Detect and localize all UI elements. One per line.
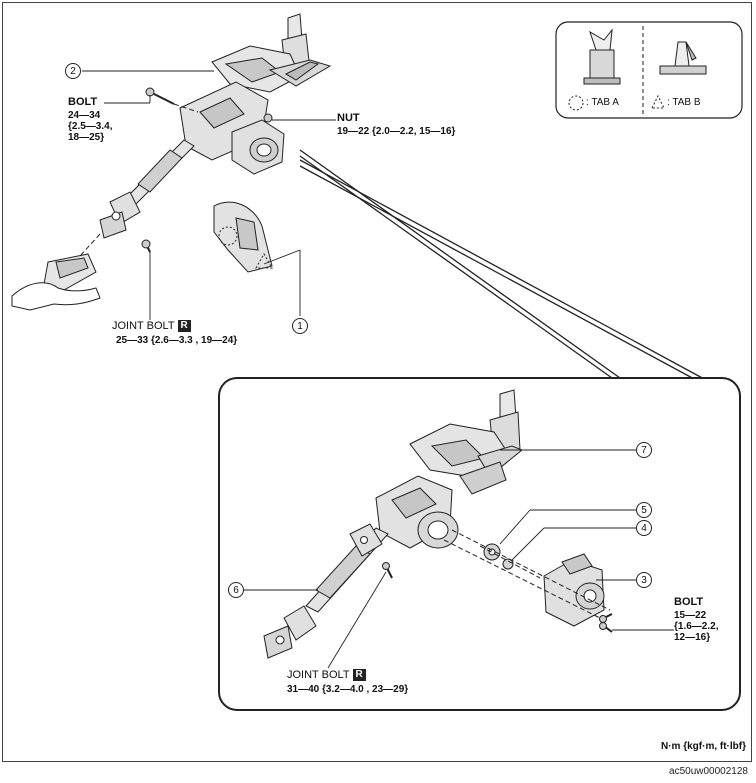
callout-3: 3 [636, 572, 652, 588]
steering-column-upper [99, 13, 332, 253]
column-cover-part-1 [213, 201, 273, 273]
bolt-lower-torque-1: 15—22 [674, 610, 707, 621]
bolt-upper-label: BOLT [68, 96, 98, 108]
steering-gear-and-hand [11, 253, 101, 311]
diagram-frame [2, 2, 752, 762]
tab-b-clip-icon [659, 41, 707, 75]
bolt-lower-torque-2: {1.6—2.2, [674, 621, 719, 632]
callout-5: 5 [636, 502, 652, 518]
replace-badge-upper: R [177, 320, 191, 332]
bolt-lower-torque-3: 12—16} [674, 632, 711, 643]
callout-6: 6 [228, 582, 244, 598]
joint-bolt-upper-torque: 25—33 {2.6—3.3 , 19—24} [116, 335, 238, 346]
tab-a-symbol-icon [568, 95, 584, 111]
nut-torque: 19—22 {2.0—2.2, 15—16} [337, 126, 456, 137]
tab-a-clip-icon [583, 28, 621, 85]
bolt-lower-label: BOLT [674, 596, 704, 608]
image-reference-id: ac50uw00002128 [669, 766, 748, 777]
upper-leader-lines [82, 70, 336, 320]
nut-label: NUT [337, 112, 360, 124]
steering-column-detail [263, 389, 613, 659]
torque-units-note: N·m {kgf·m, ft·lbf} [661, 741, 746, 752]
callout-2: 2 [65, 63, 81, 79]
callout-7: 7 [636, 442, 652, 458]
zoom-wedge [299, 149, 707, 381]
legend-tab-a: : TAB A [586, 97, 619, 108]
bolt-upper-torque-2: {2.5—3.4, [68, 121, 113, 132]
detail-alignment-lines [443, 529, 611, 619]
tab-b-symbol-icon [651, 94, 665, 109]
callout-1: 1 [292, 318, 308, 334]
bolt-upper-torque-3: 18—25} [68, 132, 105, 143]
joint-bolt-lower-torque: 31—40 {3.2—4.0 , 23—29} [287, 684, 409, 695]
detail-leader-lines [244, 449, 674, 669]
detail-box [218, 377, 741, 711]
bolt-upper-torque-1: 24—34 [68, 110, 101, 121]
legend-tab-b: : TAB B [667, 97, 701, 108]
callout-4: 4 [636, 520, 652, 536]
upper-alignment-lines [79, 103, 199, 257]
replace-badge-lower: R [352, 669, 366, 681]
tab-legend-box [555, 21, 743, 119]
